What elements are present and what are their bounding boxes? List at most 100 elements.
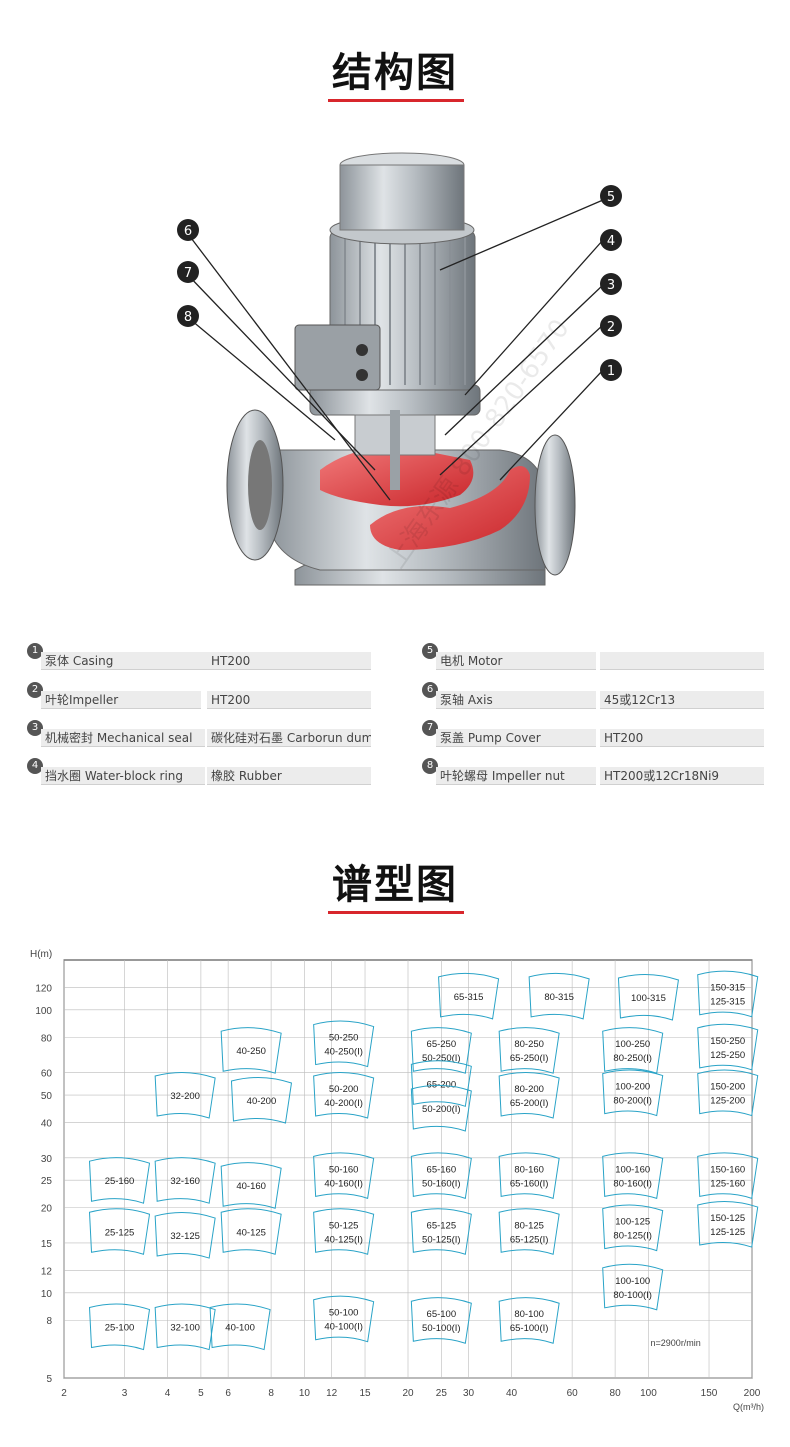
model-label-line: 65-200 (427, 1079, 457, 1090)
y-tick-label: 15 (41, 1239, 53, 1250)
model-region (313, 1295, 375, 1343)
x-tick-label: 30 (463, 1388, 475, 1399)
model-label-line: 50-160 (329, 1164, 359, 1175)
model-label-line: 80-100 (514, 1309, 544, 1320)
model-label-line: 125-160 (710, 1178, 745, 1189)
fan-housing (339, 164, 465, 231)
part-number: 1 (27, 643, 43, 659)
x-tick-label: 25 (436, 1388, 448, 1399)
model-label-line: 100-125 (615, 1217, 650, 1228)
model-label-line: 150-250 (710, 1036, 745, 1047)
model-label: 50-200(I) (422, 1104, 461, 1115)
part-material: 橡胶 Rubber (207, 767, 371, 785)
model-label-line: 32-125 (170, 1231, 200, 1242)
x-tick-label: 40 (506, 1388, 518, 1399)
model-label-line: 40-200 (247, 1096, 277, 1107)
model-label-line: 125-200 (710, 1096, 745, 1107)
model-label-line: 25-125 (105, 1227, 135, 1238)
y-tick-label: 25 (41, 1176, 53, 1187)
model-region (498, 1152, 560, 1200)
model-label-line: 50-125(I) (422, 1234, 461, 1245)
model-label-line: 50-100 (329, 1308, 359, 1319)
model-label-line: 65-125 (427, 1220, 457, 1231)
callout-1: 1 (607, 364, 615, 379)
model-region (410, 1084, 472, 1132)
part-number: 4 (27, 758, 43, 774)
model-region (602, 1204, 664, 1252)
model-region (697, 970, 759, 1018)
y-tick-label: 100 (35, 1006, 52, 1017)
model-label: 65-125 50-125(I) (422, 1220, 461, 1245)
model-label: 32-125 (170, 1231, 200, 1242)
model-region (410, 1060, 472, 1107)
y-tick-label: 8 (46, 1316, 52, 1327)
model-label: 50-160 40-160(I) (324, 1164, 363, 1189)
part-material: 碳化硅对石墨 Carborun dum (207, 729, 371, 747)
model-label-line: 150-125 (710, 1213, 745, 1224)
model-label-line: 150-160 (710, 1164, 745, 1175)
spectrum-title-underline (328, 911, 464, 914)
model-region (410, 1027, 472, 1074)
x-tick-label: 100 (640, 1388, 657, 1399)
model-label-line: 50-200 (329, 1084, 359, 1095)
model-region (697, 1152, 759, 1200)
structure-title: 结构图 (332, 50, 458, 96)
model-label: 40-125 (236, 1227, 266, 1238)
model-label-line: 100-250 (615, 1039, 650, 1050)
model-label-line: 80-315 (544, 992, 574, 1003)
x-tick-label: 60 (567, 1388, 579, 1399)
model-label-line: 40-100 (225, 1323, 255, 1334)
callout-2: 2 (607, 320, 615, 335)
model-region (410, 1208, 472, 1255)
model-label: 40-200 (247, 1096, 277, 1107)
model-region (602, 1027, 664, 1074)
part-name: 泵体 Casing (41, 652, 231, 670)
x-tick-label: 6 (225, 1388, 231, 1399)
part-name: 挡水圈 Water-block ring (41, 767, 205, 785)
x-tick-label: 80 (610, 1388, 622, 1399)
model-label-line: 80-125 (514, 1220, 544, 1231)
inlet-port (248, 440, 272, 530)
x-tick-label: 10 (299, 1388, 311, 1399)
part-name: 叶轮Impeller (41, 691, 201, 709)
model-label-line: 40-160(I) (324, 1178, 363, 1189)
model-region (88, 1303, 151, 1351)
model-region (697, 1201, 759, 1248)
x-tick-label: 3 (122, 1388, 128, 1399)
model-region (498, 1208, 560, 1255)
model-region (230, 1077, 293, 1124)
model-label: 150-160 125-160 (710, 1164, 745, 1189)
part-name: 叶轮螺母 Impeller nut (436, 767, 596, 785)
model-label-line: 25-100 (105, 1323, 135, 1334)
model-label-line: 80-250(I) (613, 1053, 652, 1064)
model-label-line: 65-250(I) (510, 1053, 549, 1064)
model-label-line: 50-250 (329, 1033, 359, 1044)
model-label: 32-200 (170, 1091, 200, 1102)
model-label-line: 40-200(I) (324, 1098, 363, 1109)
y-tick-label: 60 (41, 1069, 53, 1080)
callout-7: 7 (184, 266, 192, 281)
model-label-line: 40-125(I) (324, 1234, 363, 1245)
y-axis-label: H(m) (30, 949, 52, 960)
model-label-line: 150-200 (710, 1082, 745, 1093)
part-material: HT200或12Cr18Ni9 (600, 767, 764, 785)
model-label-line: 65-100(I) (510, 1323, 549, 1334)
callout-6: 6 (184, 224, 192, 239)
model-label: 100-315 (631, 993, 666, 1004)
part-name: 电机 Motor (436, 652, 596, 670)
model-label-line: 150-315 (710, 983, 745, 994)
model-label-line: 65-160(I) (510, 1178, 549, 1189)
model-region (528, 972, 590, 1020)
x-tick-label: 15 (359, 1388, 371, 1399)
y-tick-label: 120 (35, 983, 52, 994)
model-region (154, 1157, 216, 1204)
